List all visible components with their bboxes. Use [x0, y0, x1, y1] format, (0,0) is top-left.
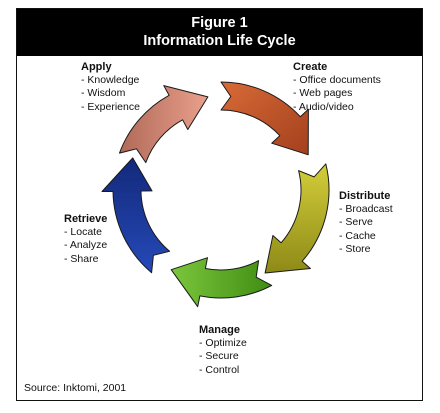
manage-arrow: [170, 257, 273, 308]
stage-manage-item: - Control: [199, 363, 240, 376]
stage-distribute-item: - Serve: [339, 216, 373, 229]
create-arrow: [220, 81, 309, 156]
stage-distribute-item: - Cache: [339, 229, 376, 242]
source-citation: Source: Inktomi, 2001: [24, 382, 127, 394]
stage-retrieve-title: Retrieve: [64, 213, 108, 225]
stage-retrieve-item: - Analyze: [64, 239, 108, 252]
stage-apply: Apply - Knowledge - Wisdom - Experience: [81, 61, 140, 114]
figure-frame: Figure 1 Information Life Cycle: [16, 8, 423, 401]
stage-apply-item: - Knowledge: [81, 74, 140, 87]
life-cycle-diagram: [101, 81, 330, 308]
figure-header: Figure 1 Information Life Cycle: [17, 9, 422, 56]
stage-apply-item: - Experience: [81, 100, 140, 113]
distribute-arrow: [264, 163, 330, 274]
stage-manage-item: - Secure: [199, 350, 239, 363]
stage-manage-item: - Optimize: [199, 337, 247, 350]
stage-distribute-item: - Broadcast: [339, 203, 393, 216]
stage-create-title: Create: [293, 61, 328, 73]
stage-create-item: - Web pages: [293, 87, 353, 100]
apply-arrow: [119, 85, 209, 164]
stage-retrieve-item: - Locate: [64, 226, 102, 239]
stage-create: Create - Office documents - Web pages - …: [293, 61, 381, 114]
stage-distribute-item: - Store: [339, 242, 371, 255]
stage-retrieve: Retrieve - Locate - Analyze - Share: [64, 213, 107, 266]
cycle-arrows: [101, 81, 330, 308]
stage-distribute: Distribute - Broadcast - Serve - Cache -…: [339, 190, 393, 256]
stage-retrieve-item: - Share: [64, 252, 99, 265]
retrieve-arrow: [101, 157, 171, 274]
stage-manage-title: Manage: [199, 324, 240, 336]
stage-distribute-title: Distribute: [339, 190, 391, 202]
stage-create-item: - Audio/video: [293, 100, 354, 113]
stage-create-item: - Office documents: [293, 74, 381, 87]
stage-apply-title: Apply: [81, 61, 112, 73]
figure-title: Information Life Cycle: [143, 33, 296, 49]
stage-manage: Manage - Optimize - Secure - Control: [199, 324, 247, 377]
stage-apply-item: - Wisdom: [81, 87, 126, 100]
figure-label: Figure 1: [191, 15, 248, 31]
